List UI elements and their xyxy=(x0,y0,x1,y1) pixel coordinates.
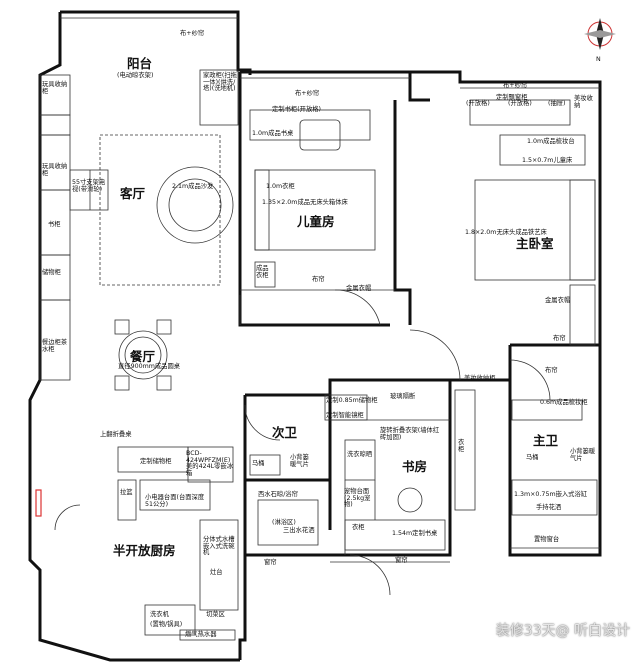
kids-wardrobe: 成品衣柜 xyxy=(256,265,269,279)
curtain-kids: 布+纱帘 xyxy=(295,90,320,97)
red-marker xyxy=(35,489,42,517)
sofa-label: 2.1m成品沙发 xyxy=(172,183,214,190)
master-shower: 手持花洒 xyxy=(536,504,562,511)
room-master-bath: 主卫 xyxy=(533,433,559,448)
custom-mirror-cab: 定制智能镜柜 xyxy=(326,412,364,419)
sideboard: 餐边柜茶水柜 xyxy=(42,339,68,353)
pet-steps: 宠物台面(2.5kg宠物) xyxy=(344,488,371,509)
trash-label: 拉篮 xyxy=(120,489,133,496)
storage-kitchen: 定制储物柜 xyxy=(140,458,172,465)
room-dining: 餐厅 xyxy=(130,349,156,364)
thin-lines xyxy=(39,17,600,641)
laundry-cabinet: 家政柜(扫拖一体)(烘洗/塔)(洗地机) xyxy=(203,72,237,93)
custom-tall-cab: 定制0.85m储物柜 xyxy=(326,397,378,404)
bath-window: 窗帘 xyxy=(395,557,408,564)
room-balcony: 阳台 xyxy=(127,56,153,71)
toilet-label: 马桶 xyxy=(252,460,265,467)
kids-bookcase: 定制书柜(开放格) xyxy=(272,106,321,113)
room-master: 主卧室 xyxy=(516,236,554,251)
toy-cabinet-2: 玩具收纳柜 xyxy=(42,163,68,177)
master-heater: 小背篓暖气片 xyxy=(570,448,596,462)
storage-left: 储物柜 xyxy=(42,269,61,276)
bookcase-left: 书柜 xyxy=(48,221,61,228)
compass-icon xyxy=(584,18,616,50)
watermark: 装修33天@ 听白设计 xyxy=(495,623,630,639)
sink-label: 分体式水槽嵌入式洗碗机 xyxy=(203,536,235,557)
room-kitchen: 半开放厨房 xyxy=(113,543,176,558)
master-window: 置物窗台 xyxy=(534,536,560,543)
curtain-master: 布+纱帘 xyxy=(503,82,528,89)
wash-stand: 西水石晾/浴帘 xyxy=(258,491,298,498)
room-kids: 儿童房 xyxy=(297,214,335,229)
open-shelf-1: (开放格) xyxy=(466,100,490,107)
gas-heater: 燃气热水器 xyxy=(185,631,217,638)
master-cab: 0.6m成品梳妆柜 xyxy=(540,399,588,406)
fridge-label: BCD-424WPFZM(E)美的424L零嵌冰箱 xyxy=(186,450,234,477)
kids-tatami: 1.0m衣柜 xyxy=(266,183,295,190)
beauty-storage: 美妆收纳柜 xyxy=(464,375,496,382)
fold-table: 上翻折叠桌 xyxy=(100,431,132,438)
metal-wardrobe-2: 金属衣帽 xyxy=(545,297,571,304)
washer-label: 洗衣机 xyxy=(150,611,169,618)
small-appliance: 小电器台面(台面深度51公分) xyxy=(145,494,205,508)
master-cab-top: 定制飘窗柜 xyxy=(496,94,528,101)
induction-label: (置物/锅具) xyxy=(150,621,183,628)
drawer-label: (抽屉) xyxy=(548,100,566,107)
balcony-note: (电动晾衣架) xyxy=(117,72,154,79)
room-study: 书房 xyxy=(402,459,428,474)
stove-label: 灶台 xyxy=(210,569,223,576)
tub-label: 1.3m×0.75m嵌入式浴缸 xyxy=(514,491,588,498)
master-bed: 1.8×2.0m无床头成品铁艺床 xyxy=(465,229,547,236)
study-clothes: 衣柜 xyxy=(458,439,465,453)
metal-wardrobe-1: 金属衣帽 xyxy=(346,285,372,292)
kids-desk: 1.0m成品书桌 xyxy=(252,130,294,137)
master-toilet: 马桶 xyxy=(526,454,539,461)
kids-bed: 1.35×2.0m成品无床头箱体床 xyxy=(262,199,348,206)
three-faucet: 三出水花洒 xyxy=(283,527,315,534)
kitchen-window: 窗帘 xyxy=(264,559,277,566)
open-shelf-2: (开放格) xyxy=(508,100,532,107)
study-desk: 1.54m定制书桌 xyxy=(392,530,438,537)
room-living: 客厅 xyxy=(120,186,146,201)
fold-bed: 旋转折叠衣架(墙体红砖加固) xyxy=(380,427,440,441)
compass-letter: N xyxy=(596,56,601,63)
master-curtain: 布帘 xyxy=(553,335,566,342)
wash-basin: 洗衣晾晒 xyxy=(347,451,373,458)
cloth-curtain-2: 布帘 xyxy=(545,367,558,374)
room-second-bath: 次卫 xyxy=(272,425,298,440)
mop-basin: (淋浴区) xyxy=(272,519,296,526)
dining-table-label: 直径900mm成品圆桌 xyxy=(118,363,181,370)
glass-partition: 玻璃隔断 xyxy=(390,393,416,400)
heater-label: 小背篓暖气片 xyxy=(290,454,309,468)
master-kid-bed: 1.5×0.7m儿童床 xyxy=(522,157,573,164)
toy-cabinet-1: 玩具收纳柜 xyxy=(42,81,68,95)
clothes-cab: 衣柜 xyxy=(352,524,365,531)
master-desk: 1.0m成品梳妆台 xyxy=(527,138,575,145)
cook-zone: 切菜区 xyxy=(206,611,225,618)
tv-wall: 55寸支架电视(带滑轮) xyxy=(72,179,106,193)
beauty-storage-top: 美妆收纳 xyxy=(574,95,593,109)
curtain-balcony: 布+纱帘 xyxy=(180,30,205,37)
cloth-curtain-1: 布帘 xyxy=(312,276,325,283)
